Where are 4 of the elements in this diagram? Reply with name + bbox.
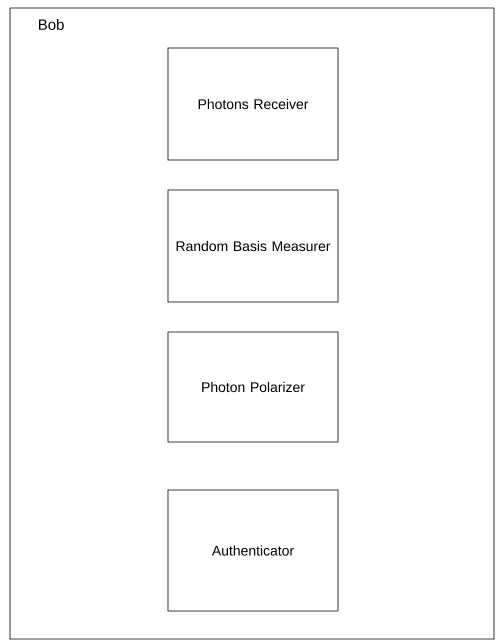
- component-box: Authenticator: [168, 490, 338, 612]
- component-box: Photon Polarizer: [168, 332, 338, 442]
- component-box: Photons Receiver: [168, 48, 338, 160]
- component-box: Random Basis Measurer: [168, 190, 338, 302]
